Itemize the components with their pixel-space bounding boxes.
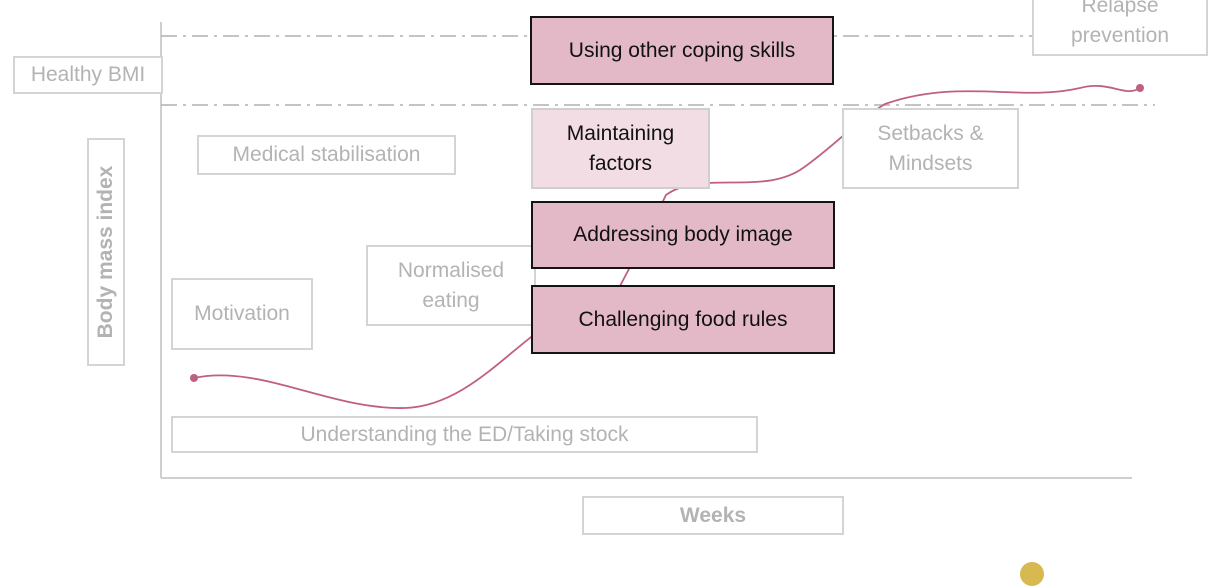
stage-relapse-prevention: Relapse prevention — [1032, 0, 1208, 56]
x-axis-label: Weeks — [582, 496, 844, 535]
progress-curve — [193, 85, 1141, 409]
stage-challenging-food-rules: Challenging food rules — [531, 285, 835, 354]
stage-maintaining-factors: Maintaining factors — [531, 108, 710, 189]
curve-start-point — [190, 374, 198, 382]
y-axis-label: Body mass index — [87, 138, 125, 366]
stage-motivation: Motivation — [171, 278, 313, 350]
stage-medical-stabilisation: Medical stabilisation — [197, 135, 456, 175]
stage-normalised-eating: Normalised eating — [366, 245, 536, 326]
stage-setbacks-mindsets: Setbacks & Mindsets — [842, 108, 1019, 189]
curve-end-point — [1136, 84, 1144, 92]
stage-addressing-body-image: Addressing body image — [531, 201, 835, 269]
stage-understanding: Understanding the ED/Taking stock — [171, 416, 758, 453]
stage-using-other-coping-skills: Using other coping skills — [530, 16, 834, 85]
healthy-bmi-label: Healthy BMI — [13, 56, 163, 94]
